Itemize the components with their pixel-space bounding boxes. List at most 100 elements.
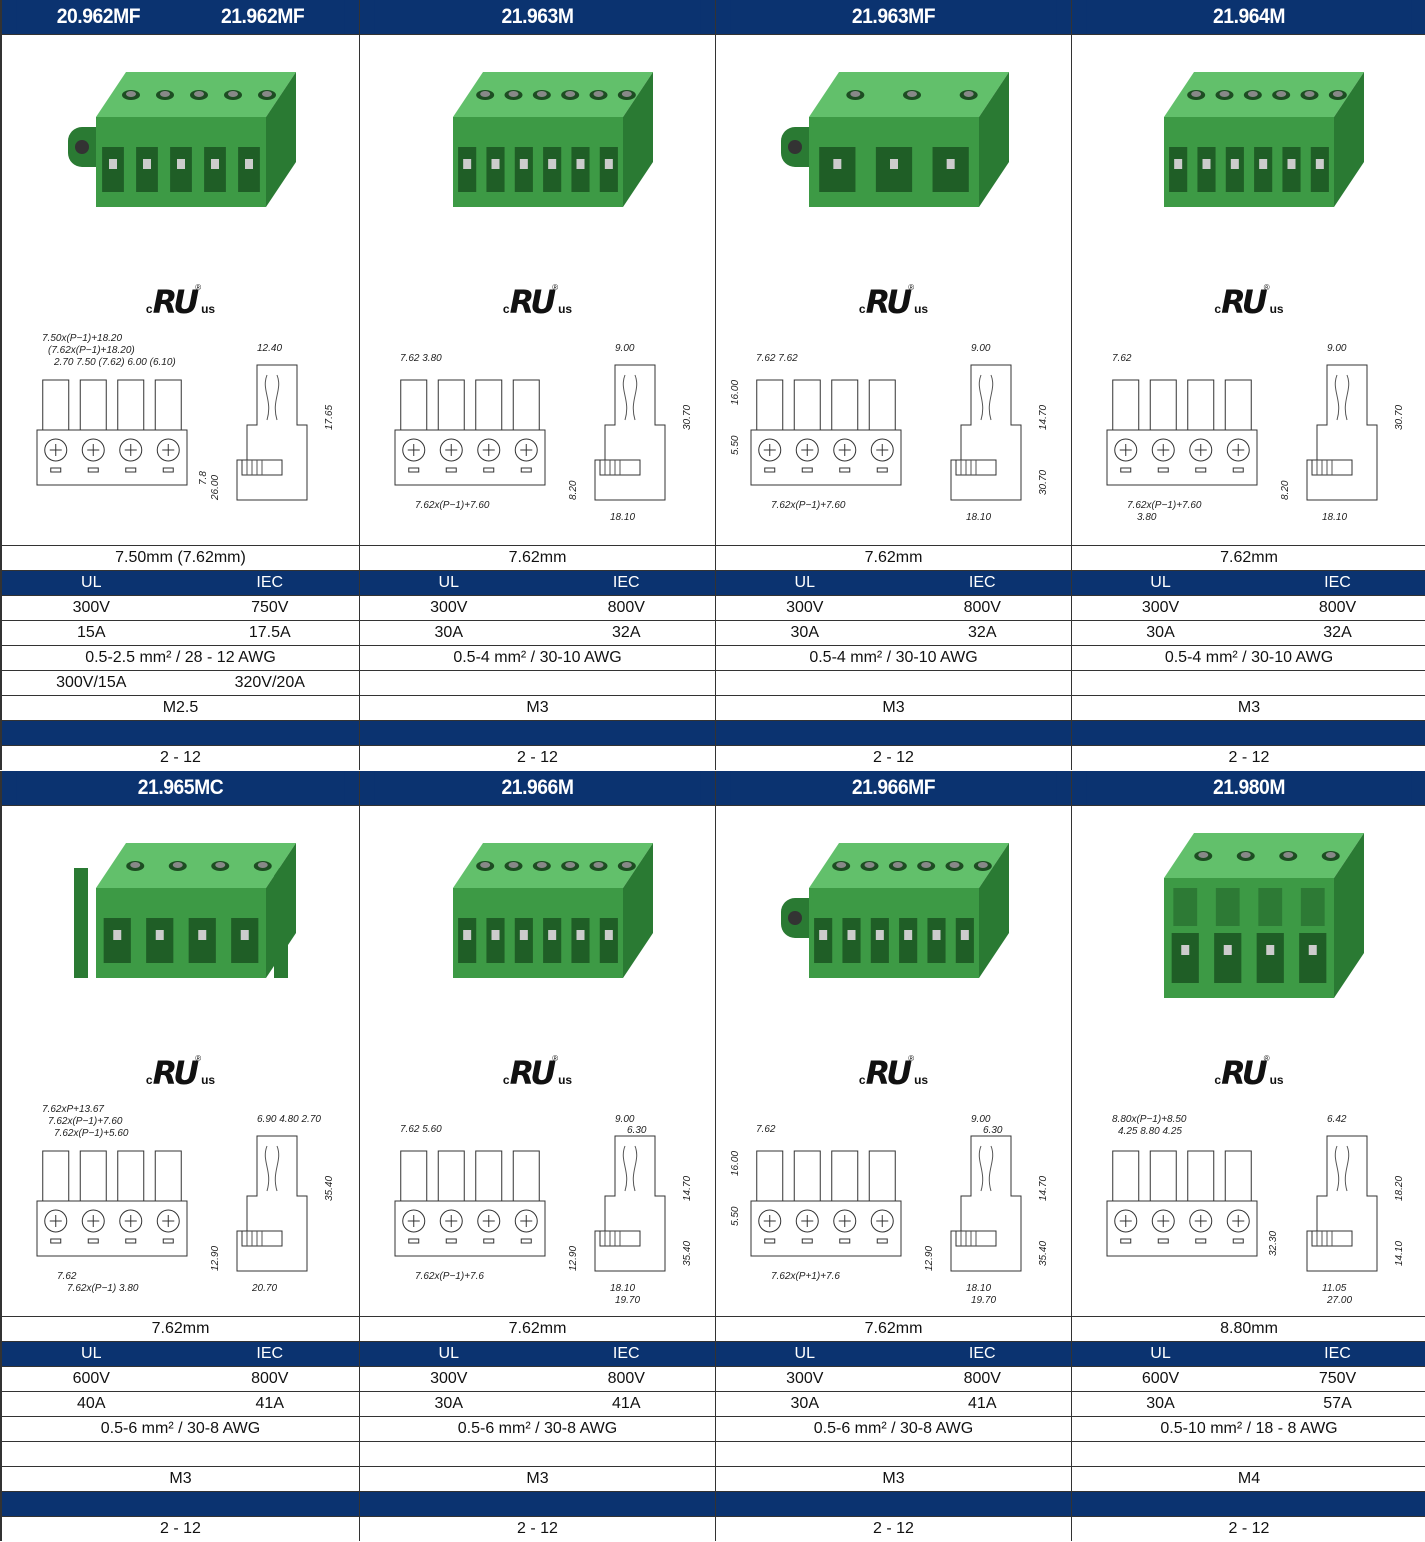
product-title: 21.966MF — [851, 776, 936, 799]
spec-row-screw: M3 — [360, 695, 715, 720]
spec-row-extra — [1072, 1441, 1425, 1466]
ul-iec-ul: UL — [1150, 574, 1171, 591]
screw-value: M3 — [882, 699, 905, 716]
dimension-label: 8.80x(P−1)+8.50 — [1112, 1114, 1187, 1125]
ul-iec-ul: UL — [81, 1345, 102, 1362]
ul-logo-c: c — [858, 302, 866, 316]
spec-row-wire: 0.5-6 mm² / 30-8 AWG — [716, 1416, 1071, 1441]
dimension-label: 18.10 — [610, 1283, 636, 1294]
spec-row-wire: 0.5-10 mm² / 18 - 8 AWG — [1072, 1416, 1425, 1441]
spec-row-pitch: 7.50mm (7.62mm) — [2, 545, 359, 570]
dimension-label: 12.90 — [924, 1245, 935, 1271]
voltage-ul: 300V — [786, 599, 824, 616]
spec-row-blank — [2, 720, 359, 745]
dimension-label: 7.62 — [1112, 353, 1132, 364]
dimension-label: 14.70 — [1038, 1175, 1049, 1201]
screw-value: M3 — [526, 1470, 549, 1487]
dimension-label: 7.62x(P−1)+7.60 — [1127, 500, 1202, 511]
front-view-drawing — [750, 379, 902, 486]
voltage-ul: 300V — [430, 1370, 468, 1387]
poles-value: 2 - 12 — [873, 749, 914, 766]
dimension-label: 7.62x(P−1)+7.60 — [415, 500, 490, 511]
spec-row-blank — [2, 1491, 359, 1516]
side-view-drawing — [594, 1135, 666, 1272]
side-view-drawing — [236, 1135, 308, 1272]
spec-row-pitch: 7.62mm — [716, 1316, 1071, 1341]
wire-value: 0.5-4 mm² / 30-10 AWG — [809, 649, 978, 666]
pitch-value: 7.62mm — [864, 549, 923, 566]
spec-row-screw: M3 — [716, 695, 1071, 720]
screw-value: M3 — [882, 1470, 905, 1487]
ul-logo-us: us — [558, 302, 573, 316]
voltage-ul: 600V — [1141, 1370, 1180, 1387]
pitch-value: 7.62mm — [864, 1320, 923, 1337]
product-title: 21.966M — [501, 776, 574, 799]
spec-row-pitch: 7.62mm — [360, 545, 715, 570]
wire-value: 0.5-2.5 mm² / 28 - 12 AWG — [85, 649, 276, 666]
current-iec: 32A — [612, 624, 641, 641]
ul-iec-ul: UL — [438, 574, 459, 591]
ul-logo-reg: ® — [908, 283, 915, 292]
screw-value: M3 — [1237, 699, 1261, 716]
dimension-label: 30.70 — [1038, 469, 1049, 495]
side-view-drawing — [950, 1135, 1022, 1272]
dimension-label: 3.80 — [1137, 512, 1157, 523]
dimension-label: 5.50 — [730, 1206, 741, 1226]
ul-logo-us: us — [201, 302, 216, 316]
dimension-label: 5.50 — [730, 435, 741, 455]
spec-row-extra — [360, 1441, 715, 1466]
voltage-ul: 600V — [72, 1370, 110, 1387]
pitch-value: 7.62mm — [508, 549, 567, 566]
ul-logo-us: us — [1269, 1073, 1284, 1087]
voltage-ul: 300V — [72, 599, 110, 616]
ul-logo-us: us — [914, 1073, 929, 1087]
product-title: 21.962MF — [220, 5, 305, 28]
poles-value: 2 - 12 — [517, 1520, 558, 1537]
front-view-drawing — [1106, 1150, 1258, 1257]
dimension-label: 20.70 — [252, 1283, 278, 1294]
spec-row-screw: M3 — [716, 1466, 1071, 1491]
front-view-drawing — [394, 379, 546, 486]
dimension-label: 9.00 — [1327, 343, 1347, 354]
ul-iec-iec: IEC — [256, 574, 284, 591]
dimension-label: 16.00 — [730, 379, 741, 405]
voltage-ul: 300V — [430, 599, 468, 616]
current-ul: 30A — [790, 624, 819, 641]
side-view-drawing — [594, 364, 666, 501]
side-view-drawing — [1306, 364, 1378, 501]
spec-row-screw: M3 — [360, 1466, 715, 1491]
ul-certification-logo: cRU®us — [2, 1054, 359, 1094]
spec-row-poles: 2 - 12 — [716, 1516, 1071, 1541]
current-iec: 41A — [255, 1395, 284, 1412]
dimension-label: 7.62xP+13.67 — [42, 1104, 104, 1115]
product-title: 21.965MC — [137, 776, 224, 799]
dimension-label: 7.62x(P−1)+5.60 — [54, 1128, 129, 1139]
spec-row-voltage: 300V 750V — [2, 595, 359, 620]
voltage-iec: 750V — [251, 599, 289, 616]
dimension-label: 18.10 — [1322, 512, 1348, 523]
front-view-drawing — [394, 1150, 546, 1257]
ul-logo-us: us — [201, 1073, 216, 1087]
dimension-label: 2.70 7.50 (7.62) 6.00 (6.10) — [54, 357, 176, 368]
current-iec: 17.5A — [248, 624, 291, 641]
dimension-label: 18.10 — [966, 1283, 992, 1294]
product-header: 21.966MF — [730, 771, 1057, 805]
ul-iec-ul: UL — [81, 574, 102, 591]
dimension-label: 9.00 — [615, 343, 635, 354]
dimension-label: 8.20 — [1280, 480, 1291, 500]
current-iec: 41A — [968, 1395, 997, 1412]
ul-logo-us: us — [914, 302, 929, 316]
